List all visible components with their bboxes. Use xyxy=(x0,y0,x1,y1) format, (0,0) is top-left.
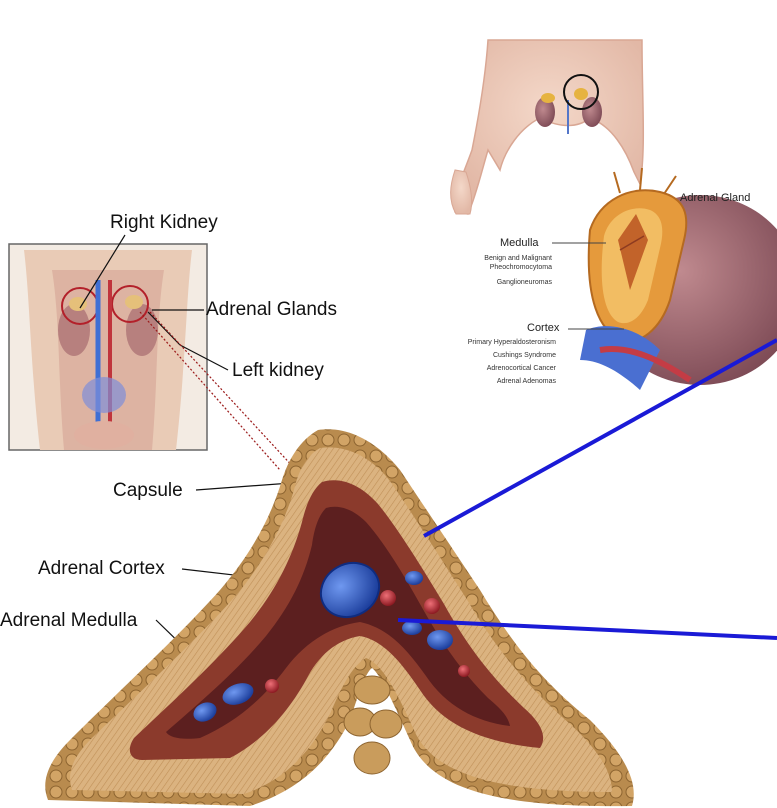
inset-cortex-item-3: Adrenocortical Cancer xyxy=(442,364,556,373)
label-adrenal-cortex: Adrenal Cortex xyxy=(38,558,165,580)
label-left-kidney: Left kidney xyxy=(232,360,324,382)
top-left-inset xyxy=(9,244,207,450)
inset-cortex-item-4: Adrenal Adenomas xyxy=(442,377,556,386)
label-adrenal-medulla: Adrenal Medulla xyxy=(0,610,137,632)
label-adrenal-glands: Adrenal Glands xyxy=(206,299,337,321)
inset-right-adrenal xyxy=(541,93,555,103)
inset-medulla-item-2: Ganglioneuromas xyxy=(452,278,552,287)
inset-medulla-item-1: Benign and Malignant Pheochromocytoma xyxy=(452,254,552,272)
label-right-kidney: Right Kidney xyxy=(110,212,218,234)
abdomen-left-kidney xyxy=(126,304,158,356)
inset-label-adrenal-gland: Adrenal Gland xyxy=(680,192,750,204)
vein xyxy=(402,621,422,635)
inset-left-adrenal xyxy=(574,88,588,100)
inset-label-cortex: Cortex xyxy=(527,322,559,334)
inset-left-kidney xyxy=(582,97,602,127)
inset-label-medulla: Medulla xyxy=(500,237,539,249)
inset-cortex-item-2: Cushings Syndrome xyxy=(442,351,556,360)
vein xyxy=(405,571,423,585)
torso-outline xyxy=(454,40,643,214)
artery xyxy=(458,665,470,677)
artery xyxy=(424,598,440,614)
artery xyxy=(380,590,396,606)
label-capsule: Capsule xyxy=(113,480,183,502)
inset-cortex-item-1: Primary Hyperaldosteronism xyxy=(442,338,556,347)
artery xyxy=(265,679,279,693)
vein xyxy=(427,630,453,650)
